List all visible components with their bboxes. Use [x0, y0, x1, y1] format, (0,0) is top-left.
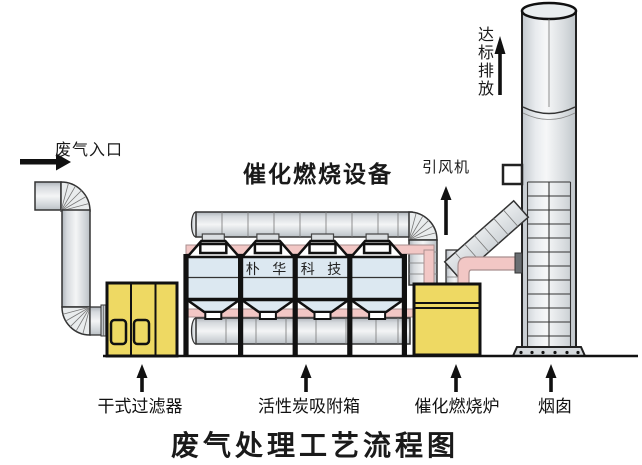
dry-filter-box	[105, 281, 179, 358]
chimney-ladder	[526, 181, 572, 351]
inlet-pipe	[34, 181, 109, 337]
chimney-weld-seam	[522, 106, 576, 115]
furnace-arrow-icon	[450, 364, 462, 392]
emission-label: 达标排放	[475, 26, 494, 98]
adsorber-unit	[183, 233, 244, 320]
fan-arrow-icon	[440, 186, 452, 235]
chimney-bracket	[501, 163, 524, 186]
adsorber-label: 活性炭吸附箱	[258, 397, 360, 417]
adsorber-bottom-duct	[190, 317, 411, 345]
chimney-arrow-icon	[545, 364, 557, 392]
emission-arrow-icon	[494, 36, 506, 95]
chimney-label: 烟囱	[538, 397, 572, 417]
chimney-top-opening	[520, 1, 578, 21]
chimney-base	[511, 346, 587, 357]
dry-filter-label: 干式过滤器	[97, 397, 183, 417]
chimney	[501, 1, 587, 357]
equipment-title: 催化燃烧设备	[243, 161, 393, 188]
adsorber-arrow-icon	[300, 364, 312, 392]
adsorber-unit	[237, 233, 298, 320]
fan-label: 引风机	[422, 158, 471, 176]
diagram-title: 废气处理工艺流程图	[170, 429, 459, 462]
brand-text-left: 朴 华	[245, 262, 291, 278]
furnace-to-chimney-pink-pipe	[457, 252, 523, 286]
filter-door	[109, 318, 128, 346]
adsorber-unit	[292, 233, 353, 320]
dry-filter-arrow-icon	[136, 364, 148, 392]
adsorber-unit	[347, 233, 408, 320]
inlet-label: 废气入口	[55, 140, 124, 159]
catalytic-furnace-box	[412, 282, 482, 357]
adsorber-frame	[183, 254, 407, 356]
brand-text-right: 科 技	[300, 262, 346, 278]
adsorber-units	[183, 233, 408, 356]
furnace-label: 催化燃烧炉	[414, 397, 500, 417]
filter-door	[132, 318, 151, 346]
inlet-arrow-icon	[20, 153, 71, 171]
